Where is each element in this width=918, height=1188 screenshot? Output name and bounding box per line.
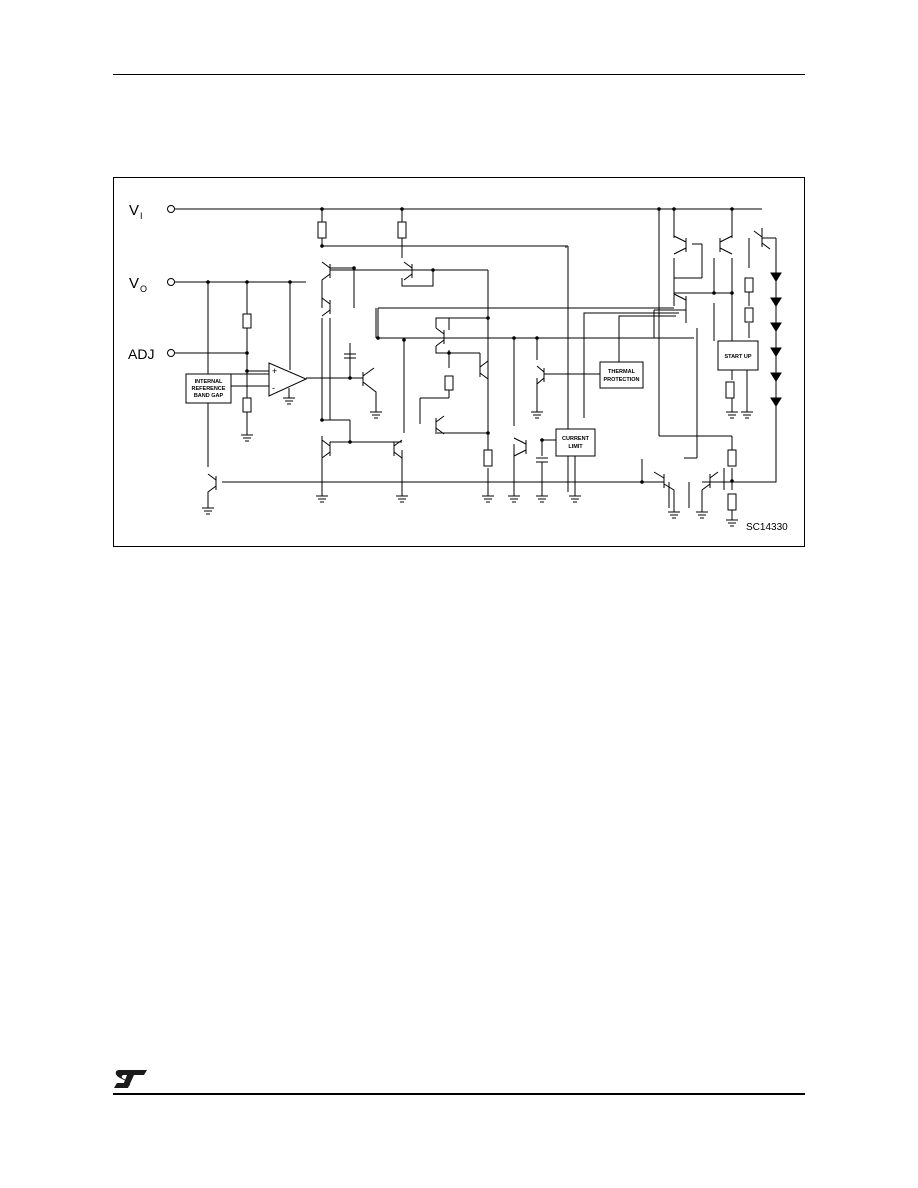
resistor	[744, 307, 754, 323]
pin-adj-label: ADJ	[128, 346, 154, 362]
opamp-plus-label: +	[272, 366, 277, 376]
opamp-minus-label: -	[272, 383, 275, 393]
startup-label: START UP	[724, 354, 751, 360]
resistor	[744, 277, 754, 293]
schematic-svg: V I V O ADJ	[128, 202, 788, 533]
startup-block: START UP	[717, 340, 759, 371]
pin-vo-terminal	[167, 278, 175, 286]
pin-vi: V I	[129, 202, 175, 221]
pin-vo-label: V	[129, 275, 139, 292]
thermal-protection-block: THERMAL PROTECTION	[599, 361, 644, 389]
transistors	[207, 230, 771, 508]
reference-block: INTERNAL REFERENCE BAND GAP	[185, 373, 232, 404]
resistor	[397, 221, 407, 239]
junctions	[206, 207, 734, 484]
reference-label-3: BAND GAP	[194, 393, 224, 399]
footer-rule	[113, 1093, 805, 1095]
ground-symbols	[202, 397, 753, 527]
thermal-label-1: THERMAL	[608, 369, 636, 375]
pin-vi-label: V	[129, 202, 139, 219]
reference-label-2: REFERENCE	[192, 386, 226, 392]
current-limit-label-1: CURRENT	[562, 436, 590, 442]
resistor	[242, 397, 252, 413]
pin-vi-terminal	[167, 205, 175, 213]
resistor	[727, 449, 737, 467]
pin-adj: ADJ	[128, 346, 175, 362]
resistor	[725, 381, 735, 399]
resistor	[242, 313, 252, 329]
pin-adj-terminal	[167, 349, 175, 357]
pin-vo: V O	[129, 275, 175, 294]
st-logo-icon	[114, 1070, 147, 1088]
zener-stack	[770, 272, 782, 407]
error-amplifier: + -	[268, 362, 308, 398]
capacitors	[344, 343, 548, 492]
figure-code: SC14330	[746, 522, 788, 533]
reference-label-1: INTERNAL	[195, 379, 223, 385]
schematic-diagram: V I V O ADJ	[113, 177, 805, 547]
resistors	[242, 221, 754, 511]
resistor	[317, 221, 327, 239]
resistor	[727, 493, 737, 511]
pin-vo-subscript: O	[140, 284, 147, 294]
thermal-label-2: PROTECTION	[603, 377, 639, 383]
header-rule	[113, 74, 805, 75]
current-limit-label-2: LIMIT	[568, 444, 583, 450]
resistor	[483, 449, 493, 467]
resistor	[444, 375, 454, 391]
pin-vi-subscript: I	[140, 211, 143, 221]
wires	[175, 208, 777, 518]
current-limit-block: CURRENT LIMIT	[555, 428, 596, 457]
